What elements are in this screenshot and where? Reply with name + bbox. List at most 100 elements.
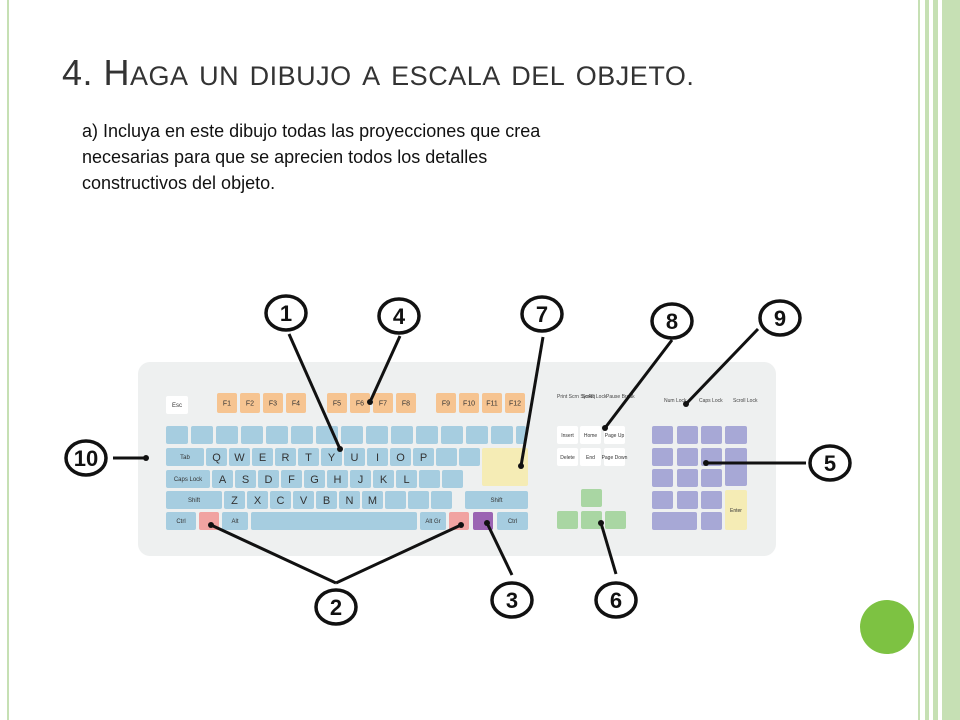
keyboard-key [605, 511, 626, 529]
key-label: C [277, 495, 285, 507]
keyboard-key [263, 393, 283, 413]
key-label: B [323, 495, 330, 507]
callout-line [287, 333, 342, 450]
keyboard-key [391, 426, 413, 444]
keyboard-key [436, 448, 457, 466]
keyboard-key [396, 393, 416, 413]
keyboard-key [466, 426, 488, 444]
decorative-green-circle [860, 600, 914, 654]
keyboard-key [442, 470, 463, 488]
keyboard-key [217, 393, 237, 413]
callout-dot [458, 522, 464, 528]
callout-circle [594, 581, 638, 619]
callout-line [335, 523, 462, 585]
key-label: F10 [463, 400, 475, 407]
keyboard-key [725, 490, 747, 530]
key-label: K [380, 474, 388, 486]
keyboard-key [390, 448, 411, 466]
key-label: Ctrl [176, 519, 185, 525]
keyboard-key [166, 426, 188, 444]
key-label: Delete [560, 455, 575, 461]
callout-circle [314, 588, 358, 626]
callout-line [599, 522, 618, 575]
keyboard-key [166, 512, 196, 530]
keyboard-key [350, 470, 371, 488]
keyboard-key [341, 426, 363, 444]
keyboard-key [482, 393, 502, 413]
key-label: F5 [333, 400, 341, 407]
keyboard-key [206, 448, 227, 466]
callout-circle [64, 439, 108, 477]
keyboard-key [270, 491, 291, 509]
key-label: J [358, 474, 364, 486]
keyboard-key [166, 448, 204, 466]
title-word-2: UN [199, 61, 240, 91]
key-label: Alt [231, 519, 238, 525]
callout-dot [484, 520, 490, 526]
keyboard-key [316, 491, 337, 509]
keyboard-key [413, 448, 434, 466]
side-stripe [933, 0, 938, 720]
key-label: I [376, 452, 379, 464]
keyboard-key [459, 393, 479, 413]
key-label: A [219, 474, 227, 486]
keyboard-key [291, 426, 313, 444]
key-label: Tab [180, 455, 190, 461]
keyboard-key [229, 448, 250, 466]
key-label: End [586, 455, 595, 461]
instruction-line: constructivos del objeto. [82, 173, 276, 193]
keyboard-key [677, 448, 698, 466]
keyboard-key [604, 448, 625, 466]
callout-line [368, 335, 402, 403]
key-label: R [282, 452, 290, 464]
key-label: G [310, 474, 319, 486]
key-label: P [420, 452, 427, 464]
keyboard-key [235, 470, 256, 488]
callout-dot [337, 446, 343, 452]
keyboard-key [497, 512, 528, 530]
callout-number: 3 [506, 588, 518, 613]
key-label: Home [584, 433, 598, 439]
keyboard-key [240, 393, 260, 413]
callout-number: 6 [610, 588, 622, 613]
keyboard-key [298, 448, 319, 466]
title-word-7: OBJETO. [575, 61, 695, 91]
keyboard-key [385, 491, 406, 509]
key-label: Ctrl [508, 519, 517, 525]
key-label: Alt Gr [425, 519, 440, 525]
slide-title: 4. HAGA UN DIBUJO A ESCALA DEL OBJETO. [62, 52, 694, 94]
callout-number: 1 [280, 301, 292, 326]
keyboard-key [701, 469, 722, 487]
callout-dot [367, 399, 373, 405]
callout-dot [598, 520, 604, 526]
title-word-4: A [362, 61, 381, 91]
key-label: L [403, 474, 409, 486]
keyboard-key [652, 491, 673, 509]
keyboard-key [581, 489, 602, 507]
keyboard-key [327, 393, 347, 413]
key-label: F11 [486, 400, 498, 407]
key-label: F6 [356, 400, 364, 407]
key-label: F [288, 474, 295, 486]
key-label: S [242, 474, 249, 486]
keyboard-key [258, 470, 279, 488]
slide-frame [7, 0, 920, 720]
title-text: HAGA UN DIBUJO A ESCALA DEL OBJETO. [104, 52, 695, 93]
callout-circle [650, 302, 694, 340]
keyboard-key [327, 470, 348, 488]
keyboard-key [251, 512, 417, 530]
callout-number: 9 [774, 306, 786, 331]
callout-dot [602, 425, 608, 431]
key-label: V [300, 495, 308, 507]
key-label: F1 [223, 400, 231, 407]
keyboard-key [431, 491, 452, 509]
key-label: N [346, 495, 354, 507]
keyboard-key [441, 426, 463, 444]
keyboard-key [482, 448, 528, 486]
title-word-5: ESCALA [391, 61, 501, 91]
keyboard-key [396, 470, 417, 488]
slide-instructions: a) Incluya en este dibujo todas las proy… [82, 118, 762, 196]
keyboard-key [166, 470, 210, 488]
key-label: F7 [379, 400, 387, 407]
